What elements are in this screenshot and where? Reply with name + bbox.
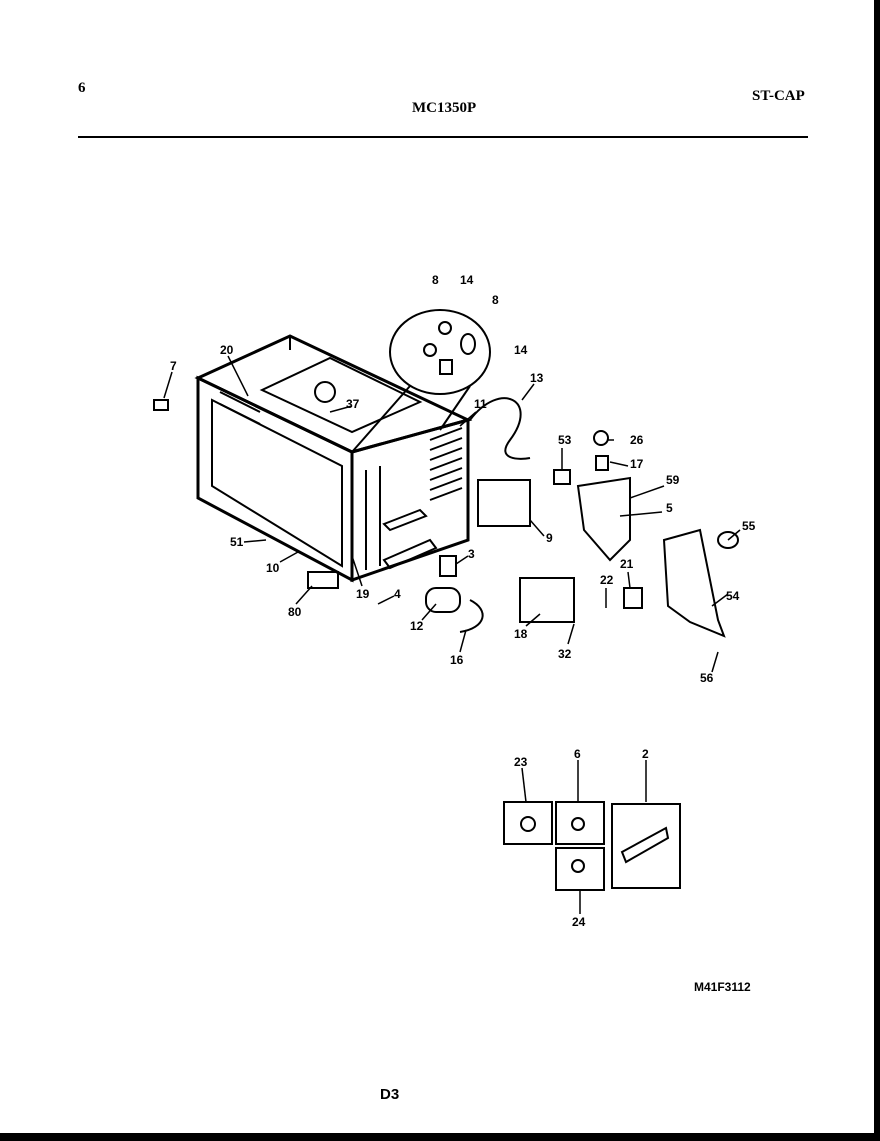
part-17 — [595, 455, 609, 471]
svg-text:53: 53 — [558, 433, 572, 447]
svg-text:37: 37 — [346, 397, 360, 411]
svg-text:23: 23 — [514, 755, 528, 769]
svg-text:54: 54 — [726, 589, 740, 603]
svg-text:5: 5 — [666, 501, 673, 515]
part-55 — [717, 531, 739, 549]
part-18 — [519, 577, 575, 623]
header-rule — [78, 136, 808, 138]
accessory-boxes — [503, 801, 681, 891]
svg-text:22: 22 — [600, 573, 614, 587]
svg-text:13: 13 — [530, 371, 544, 385]
svg-text:14: 14 — [460, 273, 474, 287]
svg-text:19: 19 — [356, 587, 370, 601]
svg-text:7: 7 — [170, 359, 177, 373]
svg-text:55: 55 — [742, 519, 756, 533]
part-59 — [576, 476, 631, 562]
part-54 — [662, 528, 726, 638]
leader-lines — [163, 355, 741, 914]
svg-text:59: 59 — [666, 473, 680, 487]
page-number: 6 — [78, 80, 86, 96]
category-label: ST-CAP — [752, 88, 805, 104]
svg-text:18: 18 — [514, 627, 528, 641]
drawing-code: M41F3112 — [694, 980, 751, 994]
svg-text:56: 56 — [700, 671, 714, 685]
page-code: D3 — [380, 1086, 400, 1103]
svg-text:51: 51 — [230, 535, 244, 549]
part-3 — [439, 555, 457, 577]
svg-text:17: 17 — [630, 457, 644, 471]
part-53 — [553, 469, 571, 485]
svg-text:26: 26 — [630, 433, 644, 447]
svg-text:11: 11 — [474, 397, 487, 411]
svg-text:21: 21 — [620, 557, 634, 571]
part-7 — [153, 399, 169, 411]
svg-text:16: 16 — [450, 653, 464, 667]
part-16 — [459, 599, 484, 633]
svg-text:20: 20 — [220, 343, 234, 357]
svg-text:8: 8 — [492, 293, 499, 307]
part-21 — [623, 587, 643, 609]
detail-circle — [351, 309, 491, 453]
model-number: MC1350P — [412, 100, 477, 116]
part-9 — [477, 479, 531, 527]
svg-text:6: 6 — [574, 747, 581, 761]
part-12 — [425, 587, 461, 613]
svg-text:14: 14 — [514, 343, 528, 357]
svg-text:10: 10 — [266, 561, 280, 575]
svg-text:8: 8 — [432, 273, 439, 287]
svg-text:4: 4 — [394, 587, 401, 601]
part-26 — [593, 430, 609, 446]
power-cord — [469, 397, 531, 460]
svg-text:24: 24 — [572, 915, 586, 929]
svg-text:9: 9 — [546, 531, 553, 545]
svg-text:80: 80 — [288, 605, 302, 619]
oven-cavity — [194, 334, 473, 583]
callout-labels: 7 20 8 14 8 14 13 11 37 53 26 17 59 5 55… — [170, 273, 756, 929]
svg-text:12: 12 — [410, 619, 424, 633]
svg-text:32: 32 — [558, 647, 572, 661]
part-80 — [307, 571, 339, 589]
svg-text:2: 2 — [642, 747, 649, 761]
svg-text:3: 3 — [468, 547, 475, 561]
